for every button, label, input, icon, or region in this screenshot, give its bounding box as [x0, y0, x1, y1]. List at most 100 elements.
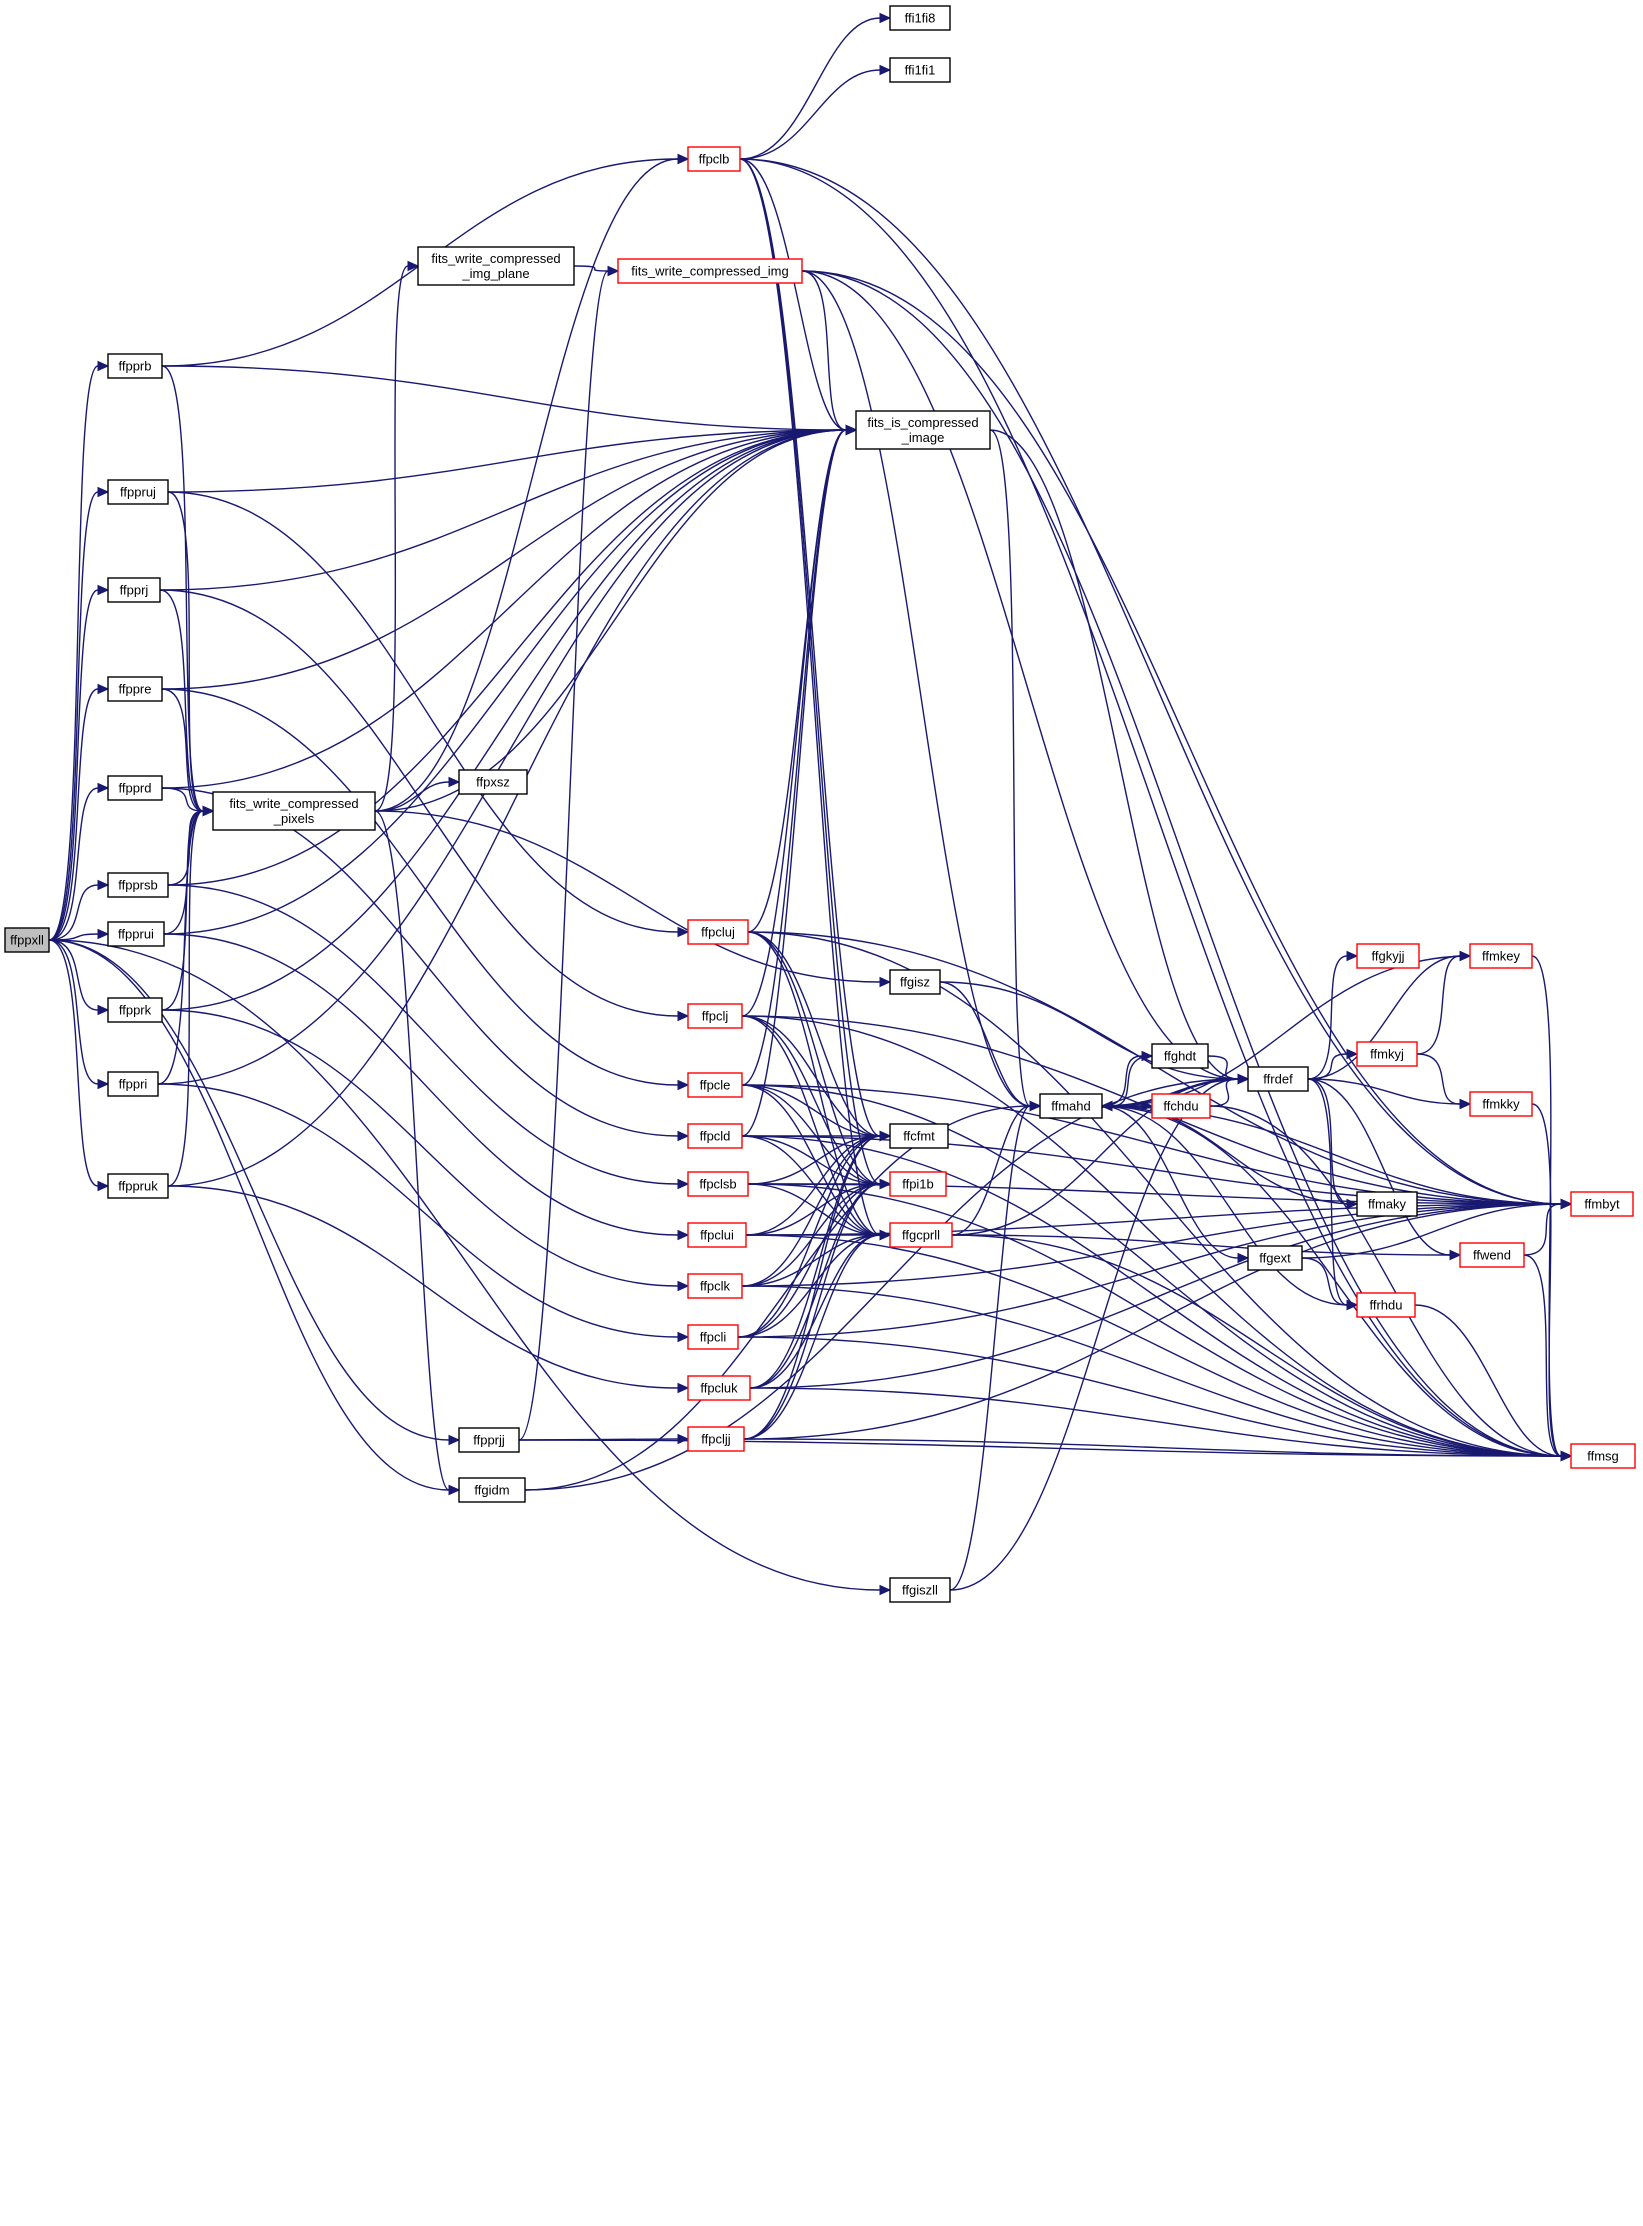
node-label: ffgkyjj: [1372, 949, 1405, 964]
edge-ffpprui-to-fits_write_compressed_pixels: [163, 805, 215, 935]
node-fits-write-compressed-img-plane[interactable]: fits_write_compressed_img_plane: [417, 246, 575, 286]
node-label: ffpxsz: [476, 775, 510, 790]
node-ffpprk[interactable]: ffpprk: [107, 997, 163, 1023]
node-fits-write-compressed-pixels[interactable]: fits_write_compressed_pixels: [212, 791, 376, 831]
edge-ffmkyj-to-ffmkey: [1416, 950, 1472, 1055]
node-ffpprui[interactable]: ffpprui: [107, 921, 165, 947]
node-ffrhdu[interactable]: ffrhdu: [1356, 1292, 1416, 1318]
node-ffppxll[interactable]: ffppxll: [4, 927, 50, 953]
node-fits-write-compressed-img[interactable]: fits_write_compressed_img: [617, 258, 803, 284]
node-ffi1fi1[interactable]: ffi1fi1: [889, 57, 951, 83]
node-ffchdu[interactable]: ffchdu: [1151, 1093, 1211, 1119]
node-label: ffpprsb: [118, 878, 158, 893]
node-ffgcprll[interactable]: ffgcprll: [889, 1222, 953, 1248]
node-ffpi1b[interactable]: ffpi1b: [889, 1171, 947, 1197]
node-label: fits_write_compressed: [431, 251, 560, 266]
node-label: ffpcluj: [701, 925, 735, 940]
node-ffmkyj[interactable]: ffmkyj: [1356, 1041, 1418, 1067]
node-label: ffpprd: [118, 781, 151, 796]
node-ffgext[interactable]: ffgext: [1247, 1245, 1303, 1271]
node-label: ffmkey: [1482, 949, 1521, 964]
edge-ffppxll-to-ffppruk: [48, 939, 110, 1192]
edge-ffppri-to-ffpcli: [157, 1083, 690, 1343]
edge-ffpprsb-to-ffpclsb: [167, 884, 690, 1190]
node-ffcfmt[interactable]: ffcfmt: [889, 1123, 949, 1149]
node-ffgiszll[interactable]: ffgiszll: [889, 1577, 951, 1603]
edge-ffchdu-to-ffmsg: [1209, 1105, 1573, 1462]
edge-ffpprj-to-ffpclj: [159, 589, 690, 1022]
node-ffrdef[interactable]: ffrdef: [1247, 1066, 1309, 1092]
node-ffgidm[interactable]: ffgidm: [458, 1477, 526, 1503]
node-ffghdt[interactable]: ffghdt: [1151, 1043, 1209, 1069]
edge-ffpprui-to-ffpclui: [163, 933, 690, 1241]
node-ffmbyt[interactable]: ffmbyt: [1570, 1191, 1634, 1217]
node-ffmkky[interactable]: ffmkky: [1469, 1091, 1533, 1117]
edge-ffppxll-to-ffpprsb: [48, 879, 110, 941]
node-label: ffppruj: [120, 485, 156, 500]
node-ffmaky[interactable]: ffmaky: [1356, 1191, 1418, 1217]
edge-ffppruj-to-ffpcluj: [167, 491, 690, 938]
node-label: ffghdt: [1164, 1049, 1197, 1064]
node-ffpprj[interactable]: ffpprj: [107, 577, 161, 603]
edge-ffpcljj-to-ffgcprll: [743, 1229, 892, 1440]
node-ffpprb[interactable]: ffpprb: [107, 353, 163, 379]
node-ffpprjj[interactable]: ffpprjj: [458, 1427, 520, 1453]
node-ffpclj[interactable]: ffpclj: [687, 1003, 743, 1029]
node-ffpclb[interactable]: ffpclb: [687, 146, 741, 172]
node-ffpclk[interactable]: ffpclk: [687, 1273, 743, 1299]
edge-ffppxll-to-ffppruj: [48, 486, 110, 941]
node-ffwend[interactable]: ffwend: [1459, 1242, 1525, 1268]
node-ffpcld[interactable]: ffpcld: [687, 1123, 743, 1149]
node-label: ffmkky: [1482, 1097, 1520, 1112]
node-ffppre[interactable]: ffppre: [107, 676, 163, 702]
edge-ffrdef-to-ffmaky: [1307, 1078, 1359, 1210]
edge-fits_write_compressed_pixels-to-ffgisz: [374, 810, 892, 988]
edge-ffpprd-to-fits_is_compressed_image: [161, 424, 858, 789]
node-ffpcluj[interactable]: ffpcluj: [687, 919, 749, 945]
edge-ffmkky-to-ffmsg: [1531, 1103, 1573, 1462]
edge-ffpprui-to-fits_is_compressed_image: [163, 424, 858, 935]
node-ffppruk[interactable]: ffppruk: [107, 1173, 169, 1199]
node-ffmkey[interactable]: ffmkey: [1469, 943, 1533, 969]
node-ffppri[interactable]: ffppri: [107, 1071, 159, 1097]
node-label: ffmsg: [1587, 1449, 1619, 1464]
node-ffpcli[interactable]: ffpcli: [687, 1324, 739, 1350]
node-label: ffmahd: [1051, 1099, 1091, 1114]
node-fits-is-compressed-image[interactable]: fits_is_compressed_image: [855, 410, 991, 450]
node-ffpcluk[interactable]: ffpcluk: [687, 1375, 751, 1401]
node-label: ffpprb: [118, 359, 151, 374]
edge-ffpclb-to-ffi1fi8: [739, 12, 892, 160]
edge-ffpcljj-to-ffcfmt: [743, 1130, 892, 1440]
node-ffpcljj[interactable]: ffpcljj: [687, 1426, 745, 1452]
edge-ffgisz-to-ffmahd: [939, 981, 1042, 1112]
node-label: ffwend: [1473, 1248, 1511, 1263]
node-ffpprsb[interactable]: ffpprsb: [107, 872, 169, 898]
node-label: ffmkyj: [1370, 1047, 1404, 1062]
edge-ffwend-to-ffmbyt: [1523, 1198, 1573, 1256]
node-ffpprd[interactable]: ffpprd: [107, 775, 163, 801]
node-ffpxsz[interactable]: ffpxsz: [458, 769, 528, 795]
edge-ffppri-to-fits_write_compressed_pixels: [157, 805, 215, 1085]
edge-ffrdef-to-ffmkyj: [1307, 1048, 1359, 1080]
node-ffpcle[interactable]: ffpcle: [687, 1072, 743, 1098]
node-label: fits_write_compressed_img: [631, 264, 789, 279]
node-ffpclui[interactable]: ffpclui: [687, 1222, 747, 1248]
node-label: ffpcle: [700, 1078, 731, 1093]
node-ffmsg[interactable]: ffmsg: [1570, 1443, 1636, 1469]
node-label: ffpprj: [120, 583, 149, 598]
edge-ffpprb-to-fits_is_compressed_image: [161, 365, 858, 436]
node-ffmahd[interactable]: ffmahd: [1039, 1093, 1103, 1119]
node-ffppruj[interactable]: ffppruj: [107, 479, 169, 505]
node-label: _pixels: [273, 811, 315, 826]
node-ffgisz[interactable]: ffgisz: [889, 969, 941, 995]
node-label: ffpcli: [700, 1330, 727, 1345]
edge-ffppxll-to-ffgidm: [48, 939, 461, 1496]
node-label: ffi1fi1: [905, 63, 936, 78]
node-ffgkyjj[interactable]: ffgkyjj: [1356, 943, 1420, 969]
node-ffi1fi8[interactable]: ffi1fi8: [889, 5, 951, 31]
edge-ffpclj-to-fits_is_compressed_image: [741, 424, 858, 1017]
node-ffpclsb[interactable]: ffpclsb: [687, 1171, 749, 1197]
node-label: ffppri: [119, 1077, 148, 1092]
edge-ffpclb-to-ffcfmt: [739, 158, 892, 1142]
